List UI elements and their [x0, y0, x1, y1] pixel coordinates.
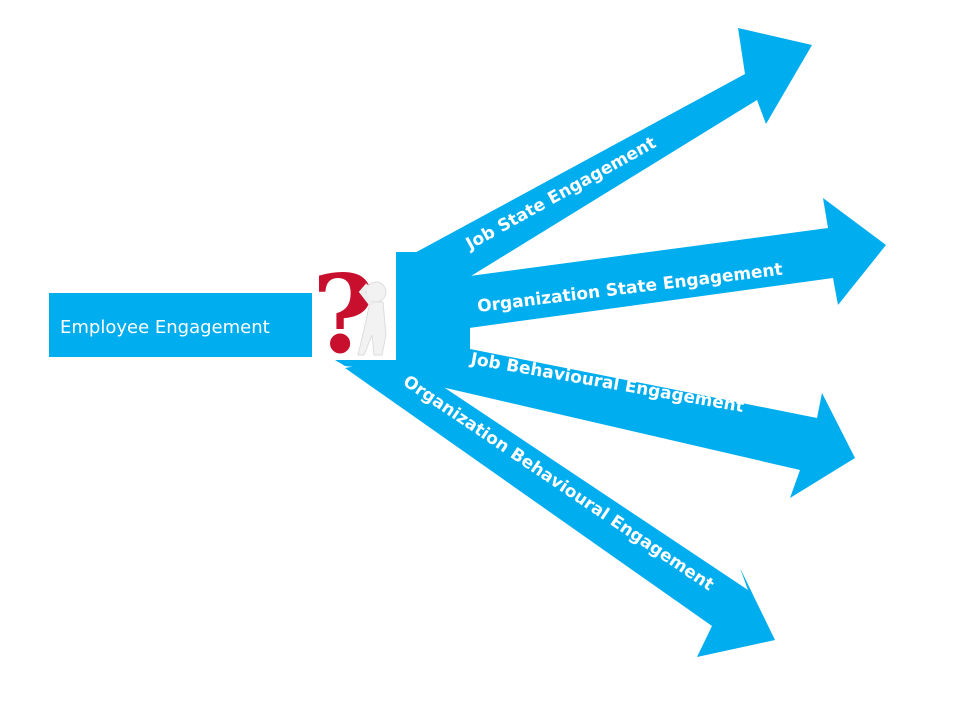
question-mark-glyph: ?	[312, 252, 375, 378]
question-mark-thinker-icon: ?	[312, 250, 396, 378]
arrow-job-behavioural	[420, 343, 855, 498]
arrow-organization-behavioural	[345, 358, 775, 657]
branch-label-job-state: Job State Engagement	[462, 133, 660, 255]
root-label: Employee Engagement	[60, 317, 270, 338]
root-box	[49, 293, 334, 357]
arrow-job-state	[398, 28, 812, 292]
arrow-organization-state	[440, 198, 886, 332]
